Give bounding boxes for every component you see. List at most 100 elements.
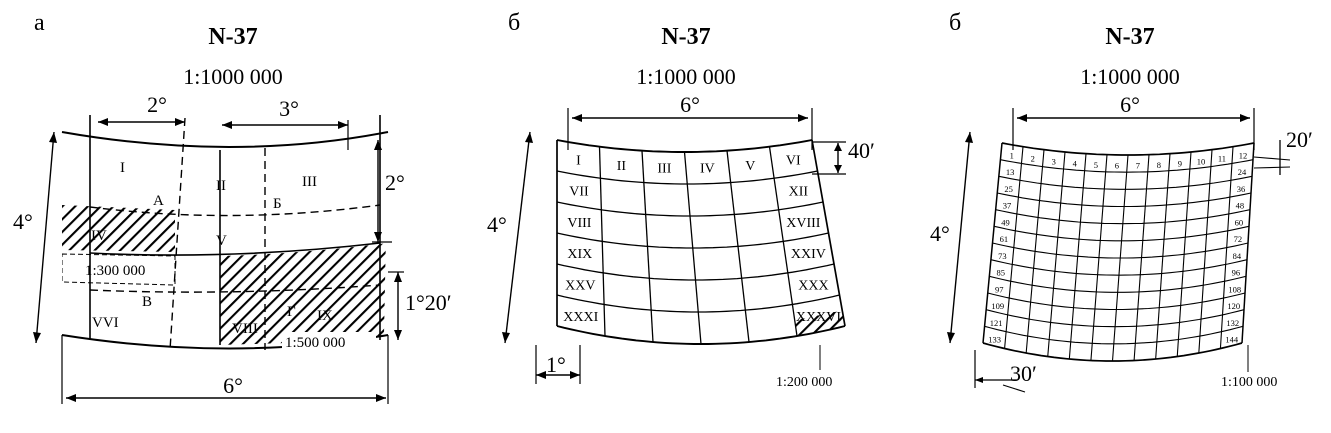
grid-col-line xyxy=(1111,154,1129,362)
cell-number: 3 xyxy=(1052,156,1056,166)
cell-number: 4 xyxy=(1073,158,1078,168)
cell-number: 133 xyxy=(988,335,1001,345)
cell-label: XIX xyxy=(567,247,592,262)
grid-col-line xyxy=(811,139,846,327)
cell-number: 36 xyxy=(1237,184,1246,194)
sheet-II: II xyxy=(216,178,226,194)
grid-col-line xyxy=(1133,154,1150,361)
cell-number: 121 xyxy=(990,318,1003,328)
cell-number: 84 xyxy=(1233,251,1242,261)
label-c-30min: 30′ xyxy=(1010,361,1037,386)
sheet-VVI: VVI xyxy=(92,315,119,331)
dim-c-4deg xyxy=(949,131,971,344)
cell-label: VI xyxy=(786,153,801,168)
cell-label: XXXVI xyxy=(796,310,841,325)
cell-label: XXV xyxy=(565,279,595,294)
cell-label: XVIII xyxy=(786,216,821,231)
grid-col-line xyxy=(1004,146,1024,349)
grid-col-line xyxy=(641,150,654,343)
cell-number: 8 xyxy=(1157,160,1161,170)
cell-number: 11 xyxy=(1218,154,1226,164)
sheet-III: III xyxy=(302,174,317,190)
cell-label: XII xyxy=(789,185,809,200)
cell-number: 6 xyxy=(1115,160,1119,170)
scale-500-label: 1:500 000 xyxy=(285,335,345,351)
grid-col-line xyxy=(1047,151,1066,357)
panel-a-sheet: N-37 xyxy=(208,24,257,50)
sheet-V: V xyxy=(216,233,227,249)
cell-number: 25 xyxy=(1004,184,1013,194)
label-4deg-left: 4° xyxy=(13,209,33,234)
dash-h2 xyxy=(89,284,381,293)
block-g-hatch xyxy=(220,243,388,345)
cell-label: I xyxy=(576,153,581,168)
cell-number: 5 xyxy=(1094,160,1098,170)
cell-number: 2 xyxy=(1031,154,1035,164)
grid-col-line xyxy=(726,150,750,343)
cell-number: 73 xyxy=(998,251,1007,261)
block-G: Г xyxy=(287,304,296,320)
label-c-20min: 20′ xyxy=(1286,127,1313,152)
cell-number: 9 xyxy=(1178,158,1182,168)
panel-b-letter: б xyxy=(508,10,520,36)
cell-number: 132 xyxy=(1226,318,1239,328)
cell-label: II xyxy=(617,159,627,174)
grid-col-line xyxy=(1155,153,1171,360)
grid-col-line xyxy=(1219,146,1234,349)
grid-row-line xyxy=(556,139,813,153)
cell-number: 96 xyxy=(1232,268,1241,278)
cell-number: 37 xyxy=(1003,201,1012,211)
panel-a-top-border xyxy=(61,131,389,148)
cell-label: IV xyxy=(700,162,715,177)
grid-col-line xyxy=(982,142,1003,344)
panel-c-sheet: N-37 xyxy=(1105,24,1154,50)
cell-number: 120 xyxy=(1227,301,1240,311)
cell-number: 12 xyxy=(1239,150,1248,160)
label-1deg20-right: 1°20′ xyxy=(405,290,452,315)
label-b-6deg: 6° xyxy=(680,92,700,117)
dim-4deg-left xyxy=(35,131,55,344)
grid-col-line xyxy=(1176,151,1192,357)
block-B: Б xyxy=(273,196,282,212)
cell-number: 109 xyxy=(991,301,1004,311)
cell-number: 13 xyxy=(1006,167,1015,177)
label-3deg-top: 3° xyxy=(279,96,299,121)
cell-number: 85 xyxy=(997,268,1006,278)
cell-label: V xyxy=(745,159,755,174)
cell-label: VIII xyxy=(567,216,591,231)
cell-number: 61 xyxy=(1000,234,1009,244)
grid-col-line xyxy=(1090,154,1108,361)
label-c-6deg: 6° xyxy=(1120,92,1140,117)
panel-a-scale: 1:1000 000 xyxy=(183,64,283,89)
block-V: В xyxy=(142,294,152,310)
panel-a-letter: а xyxy=(34,10,45,36)
sheet-iv-hatch xyxy=(62,205,175,252)
label-6deg-bottom: 6° xyxy=(223,373,243,398)
grid-col-line xyxy=(1198,149,1213,354)
cell-label: VII xyxy=(569,185,589,200)
scale-300-label: 1:300 000 xyxy=(85,263,145,279)
sheet-IV: IV xyxy=(91,228,107,244)
grid-row-line xyxy=(1001,142,1255,156)
cell-number: 60 xyxy=(1235,217,1244,227)
grid-col-line xyxy=(683,151,702,345)
block-A: А xyxy=(153,193,164,209)
sheet-VIII: VIII xyxy=(232,321,258,337)
dash-h1 xyxy=(89,204,381,217)
scale-200-label: 1:200 000 xyxy=(776,375,832,390)
label-2deg-right: 2° xyxy=(385,170,405,195)
dim-b-4deg xyxy=(504,131,531,344)
cell-number: 24 xyxy=(1238,167,1247,177)
label-b-1deg: 1° xyxy=(546,352,566,377)
cell-number: 1 xyxy=(1010,150,1014,160)
sheet-I: I xyxy=(120,160,125,176)
grid-col-line xyxy=(1241,142,1255,344)
panel-c-scale: 1:1000 000 xyxy=(1080,64,1180,89)
cell-number: 48 xyxy=(1236,201,1245,211)
cell-number: 72 xyxy=(1234,234,1243,244)
label-c-4deg: 4° xyxy=(930,221,950,246)
